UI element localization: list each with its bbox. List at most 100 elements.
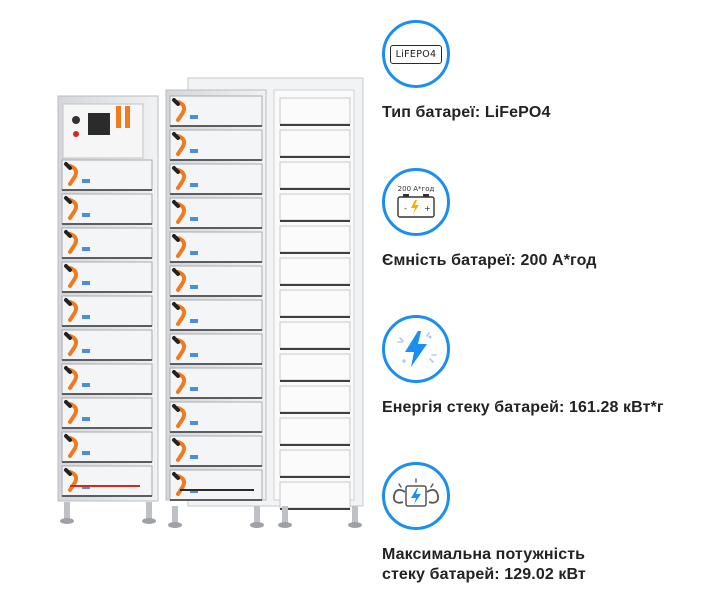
module-divider (170, 465, 262, 467)
shelf-rail (280, 284, 350, 286)
orange-cable (68, 334, 79, 356)
module-divider (62, 189, 152, 191)
power-badge (382, 462, 450, 530)
module-logo (190, 319, 198, 323)
orange-cable (68, 300, 79, 322)
energy-badge (382, 315, 450, 383)
module-logo (190, 115, 198, 119)
battery-rack-image (57, 77, 364, 528)
module-divider (170, 125, 262, 127)
lifepo4-badge: LiFEPO4 (382, 20, 450, 88)
module-logo (190, 353, 198, 357)
black-cable (64, 230, 72, 238)
module-divider (170, 397, 262, 399)
black-cable (172, 302, 180, 310)
module-divider (62, 325, 152, 327)
orange-cable (176, 372, 187, 394)
module-divider (62, 359, 152, 361)
shelf-rail (280, 348, 350, 350)
module-logo (190, 183, 198, 187)
module-divider (62, 393, 152, 395)
empty-shelf (279, 161, 351, 189)
orange-cable (176, 202, 187, 224)
orange-cable (68, 266, 79, 288)
empty-shelf (279, 97, 351, 125)
black-cable (172, 234, 180, 242)
orange-cable (176, 168, 187, 190)
module-logo (82, 383, 90, 387)
svg-text:+: + (424, 204, 431, 213)
black-cable (64, 162, 72, 170)
empty-shelf (279, 225, 351, 253)
shelf-rail (280, 156, 350, 158)
black-cable (172, 132, 180, 140)
empty-shelf (279, 289, 351, 317)
orange-cable (68, 436, 79, 458)
orange-cable (68, 232, 79, 254)
module-divider (62, 291, 152, 293)
empty-shelf (279, 321, 351, 349)
orange-cable (176, 406, 187, 428)
orange-cable (176, 236, 187, 258)
module-logo (190, 217, 198, 221)
module-divider (170, 499, 262, 501)
lightning-icon (397, 331, 437, 367)
battery-capacity-icon: 200 A*год - + (397, 185, 435, 218)
module-divider (170, 363, 262, 365)
lifepo4-icon: LiFEPO4 (389, 44, 443, 64)
orange-cable (176, 338, 187, 360)
module-logo (190, 455, 198, 459)
module-logo (82, 179, 90, 183)
empty-shelf (279, 385, 351, 413)
orange-cable (176, 304, 187, 326)
battery-type-label: Тип батареї: LiFePO4 (382, 104, 551, 121)
black-cable (172, 98, 180, 106)
empty-shelf (279, 417, 351, 445)
module-divider (62, 427, 152, 429)
module-divider (170, 227, 262, 229)
capacity-badge-text: 200 A*год (398, 185, 435, 193)
black-cable (172, 268, 180, 276)
module-logo (82, 417, 90, 421)
shelf-rail (280, 124, 350, 126)
module-logo (190, 251, 198, 255)
shelf-rail (280, 508, 350, 510)
orange-cable (176, 270, 187, 292)
black-cable (172, 472, 180, 480)
black-cable (172, 370, 180, 378)
black-cable (172, 438, 180, 446)
module-divider (62, 257, 152, 259)
empty-shelf (279, 449, 351, 477)
shelf-rail (280, 316, 350, 318)
module-logo (190, 387, 198, 391)
orange-cable (68, 164, 79, 186)
orange-cable (176, 474, 187, 496)
black-cable (172, 404, 180, 412)
orange-cable (176, 134, 187, 156)
module-logo (82, 315, 90, 319)
module-logo (190, 285, 198, 289)
module-divider (170, 329, 262, 331)
svg-text:-: - (404, 204, 407, 213)
empty-shelf (279, 129, 351, 157)
module-divider (170, 261, 262, 263)
power-arms-icon (392, 478, 440, 507)
black-cable (64, 468, 72, 476)
empty-shelf (279, 481, 351, 509)
empty-shelf (279, 353, 351, 381)
black-cable (64, 332, 72, 340)
module-divider (170, 431, 262, 433)
black-cable (172, 200, 180, 208)
stack-energy-label: Енергія стеку батарей: 161.28 кВт*г (382, 399, 664, 416)
module-logo (82, 213, 90, 217)
shelf-rail (280, 220, 350, 222)
module-divider (170, 193, 262, 195)
module-divider (62, 223, 152, 225)
battery-module (61, 397, 153, 429)
orange-cable (176, 100, 187, 122)
shelf-rail (280, 476, 350, 478)
battery-capacity-badge: 200 A*год - + (382, 168, 450, 236)
shelf-rail (280, 380, 350, 382)
orange-cable (68, 470, 79, 492)
black-cable (64, 264, 72, 272)
